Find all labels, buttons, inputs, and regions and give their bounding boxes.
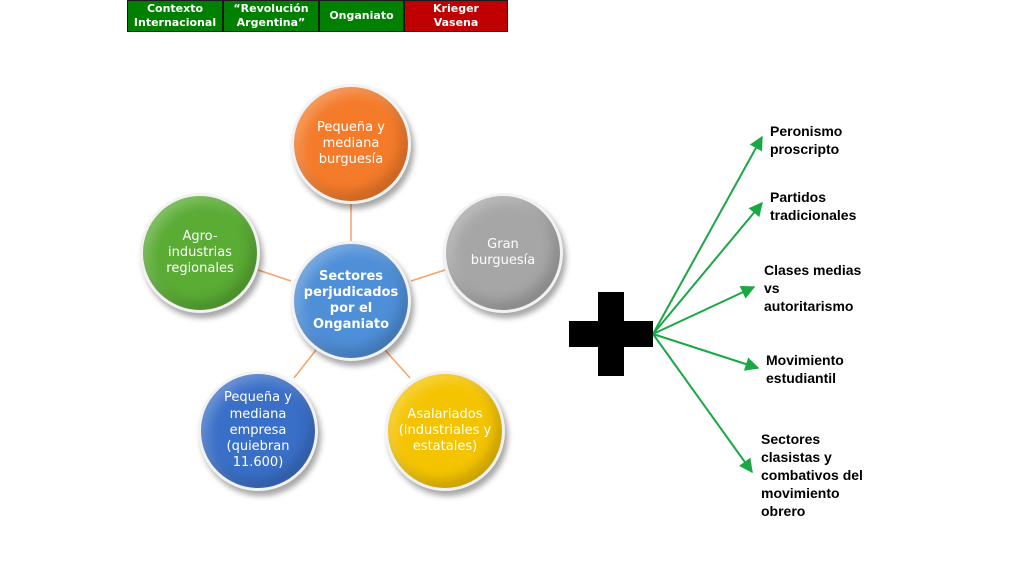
arrow-clases-medias	[652, 285, 756, 335]
plus-icon-horizontal-bar	[569, 321, 653, 347]
tab-onganiato[interactable]: Onganiato	[319, 0, 404, 32]
tab-krieger-vasena[interactable]: Krieger Vasena	[404, 0, 508, 32]
node-agro-industrias: Agro- industrias regionales	[140, 193, 260, 313]
connector-left	[257, 269, 292, 282]
label-peronismo-proscripto: Peronismo proscripto	[770, 123, 843, 157]
tab-contexto-internacional[interactable]: Contexto Internacional	[127, 0, 223, 32]
label-sectores-clasistas: Sectores clasistas y combativos del movi…	[761, 431, 863, 519]
arrow-peronismo	[652, 135, 763, 335]
arrow-movimiento-estudiantil	[652, 333, 760, 371]
header-tab-bar: Contexto Internacional “Revolución Argen…	[127, 0, 508, 32]
tab-revolucion-argentina[interactable]: “Revolución Argentina”	[223, 0, 319, 32]
arrow-sectores-clasistas	[652, 333, 753, 474]
label-partidos-tradicionales: Partidos tradicionales	[770, 189, 857, 223]
arrow-lines	[652, 135, 763, 474]
node-pequena-mediana-empresa: Pequeña y mediana empresa (quiebran 11.6…	[198, 371, 318, 491]
connector-bottom-left	[293, 349, 317, 379]
node-gran-burguesia: Gran burguesía	[443, 193, 563, 313]
label-clases-medias: Clases medias vs autoritarismo	[764, 262, 862, 314]
node-sectores-perjudicados: Sectores perjudicados por el Onganiato	[291, 241, 411, 361]
node-pequena-mediana-burguesia: Pequeña y mediana burguesía	[291, 84, 411, 204]
connector-right	[410, 269, 446, 282]
label-movimiento-estudiantil: Movimiento estudiantil	[766, 352, 844, 386]
connector-lines	[257, 204, 446, 379]
arrow-partidos	[652, 201, 763, 335]
connector-bottom-right	[384, 349, 411, 379]
node-asalariados: Asalariados (industriales y estatales)	[385, 371, 505, 491]
